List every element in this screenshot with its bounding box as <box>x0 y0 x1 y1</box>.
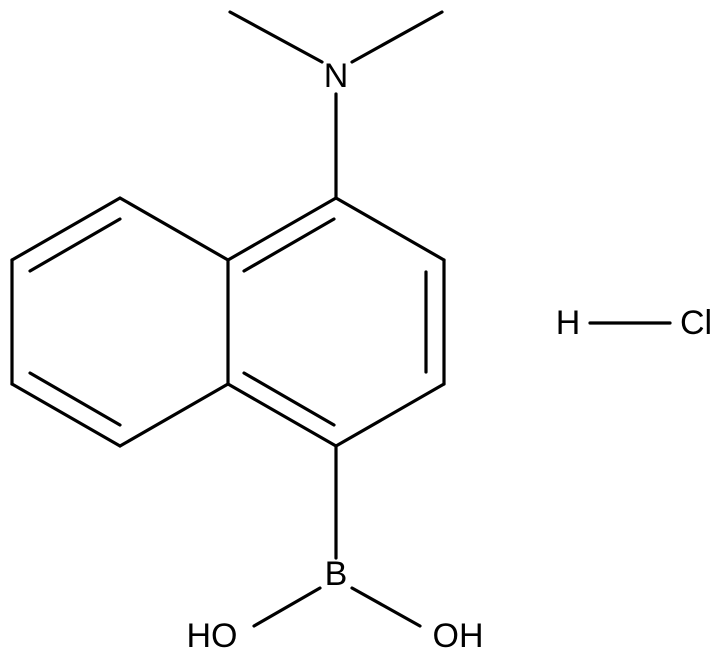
atom-hydroxyl-right: OH <box>433 617 484 655</box>
bond-c8-c8a <box>118 382 230 448</box>
bond-b-oh-right <box>350 586 422 628</box>
bond-methyl-left <box>228 10 324 64</box>
bond-b-oh-left <box>252 586 322 628</box>
bond-c7-c8 <box>10 382 122 448</box>
atom-nitrogen: N <box>324 57 349 95</box>
atom-boron: B <box>325 555 348 593</box>
atom-hydroxyl-left: HO <box>187 617 238 655</box>
bond-c5-c6-inner <box>28 217 122 273</box>
bond-c4a-c4 <box>226 196 338 262</box>
atom-chlorine: Cl <box>680 304 712 342</box>
bond-c1-c8a <box>226 382 338 448</box>
bond-c1-c8a-inner <box>242 371 336 427</box>
bond-c5-c6 <box>10 196 122 262</box>
bond-c4-c3 <box>334 196 446 262</box>
bond-c4a-c4-inner <box>242 217 336 273</box>
bond-c7-c8-inner <box>28 371 122 427</box>
bond-c4a-c5 <box>118 196 230 262</box>
atom-hydrogen: H <box>556 304 581 342</box>
bond-c2-c1 <box>334 382 446 448</box>
bond-methyl-right <box>350 10 444 64</box>
